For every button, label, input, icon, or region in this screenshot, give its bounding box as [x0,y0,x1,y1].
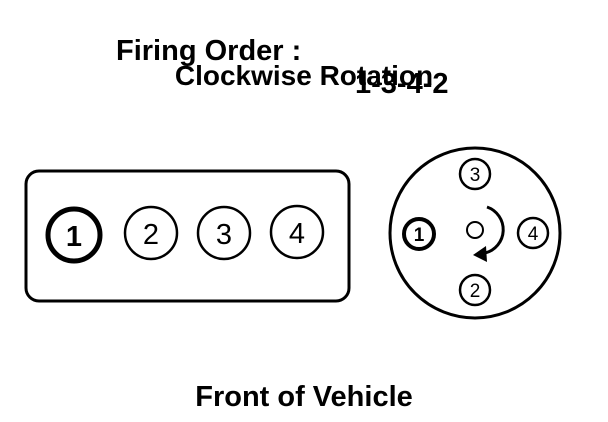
cylinder-3-circle [196,205,252,261]
distributor-cap-outline [388,146,562,320]
distributor-terminal-1-label: 1 [414,225,425,246]
distributor-cap: 3 1 4 2 [388,146,562,320]
distributor-terminal-2: 2 [458,273,492,307]
front-of-vehicle-label: Front of Vehicle [195,381,413,413]
distributor-terminal-3-label: 3 [470,165,481,186]
clockwise-arrow-icon [473,205,505,262]
cylinder-2-label: 2 [143,219,159,251]
cylinder-4-circle [269,204,325,260]
cylinder-3-label: 3 [216,219,232,251]
distributor-terminal-4-circle [516,216,550,250]
engine-block: 1 2 3 4 [24,169,351,303]
distributor-terminal-3: 3 [458,157,492,191]
cylinder-3: 3 [196,205,252,261]
distributor-terminal-4: 4 [516,216,550,250]
distributor-terminal-1: 1 [402,217,436,251]
cylinder-2: 2 [123,205,179,261]
distributor-terminal-2-circle [458,273,492,307]
distributor-terminal-4-label: 4 [528,224,539,245]
rotation-heading: Clockwise Rotation [174,60,434,91]
rotor-shaft [466,221,484,239]
firing-order-label: Firing Order : [116,35,302,67]
cylinder-1: 1 [45,206,103,264]
firing-order-value: 1-3-4-2 [355,68,449,100]
distributor-terminal-1-circle [402,217,436,251]
distributor-terminal-3-circle [458,157,492,191]
cylinder-1-label: 1 [66,221,82,253]
cylinder-4: 4 [269,204,325,260]
firing-order-heading: Firing Order : 1-3-4-2 [0,2,608,101]
cylinder-2-circle [123,205,179,261]
cylinder-1-circle [45,206,103,264]
distributor-terminal-2-label: 2 [470,281,481,302]
engine-block-outline [24,169,351,303]
cylinder-4-label: 4 [289,218,305,250]
